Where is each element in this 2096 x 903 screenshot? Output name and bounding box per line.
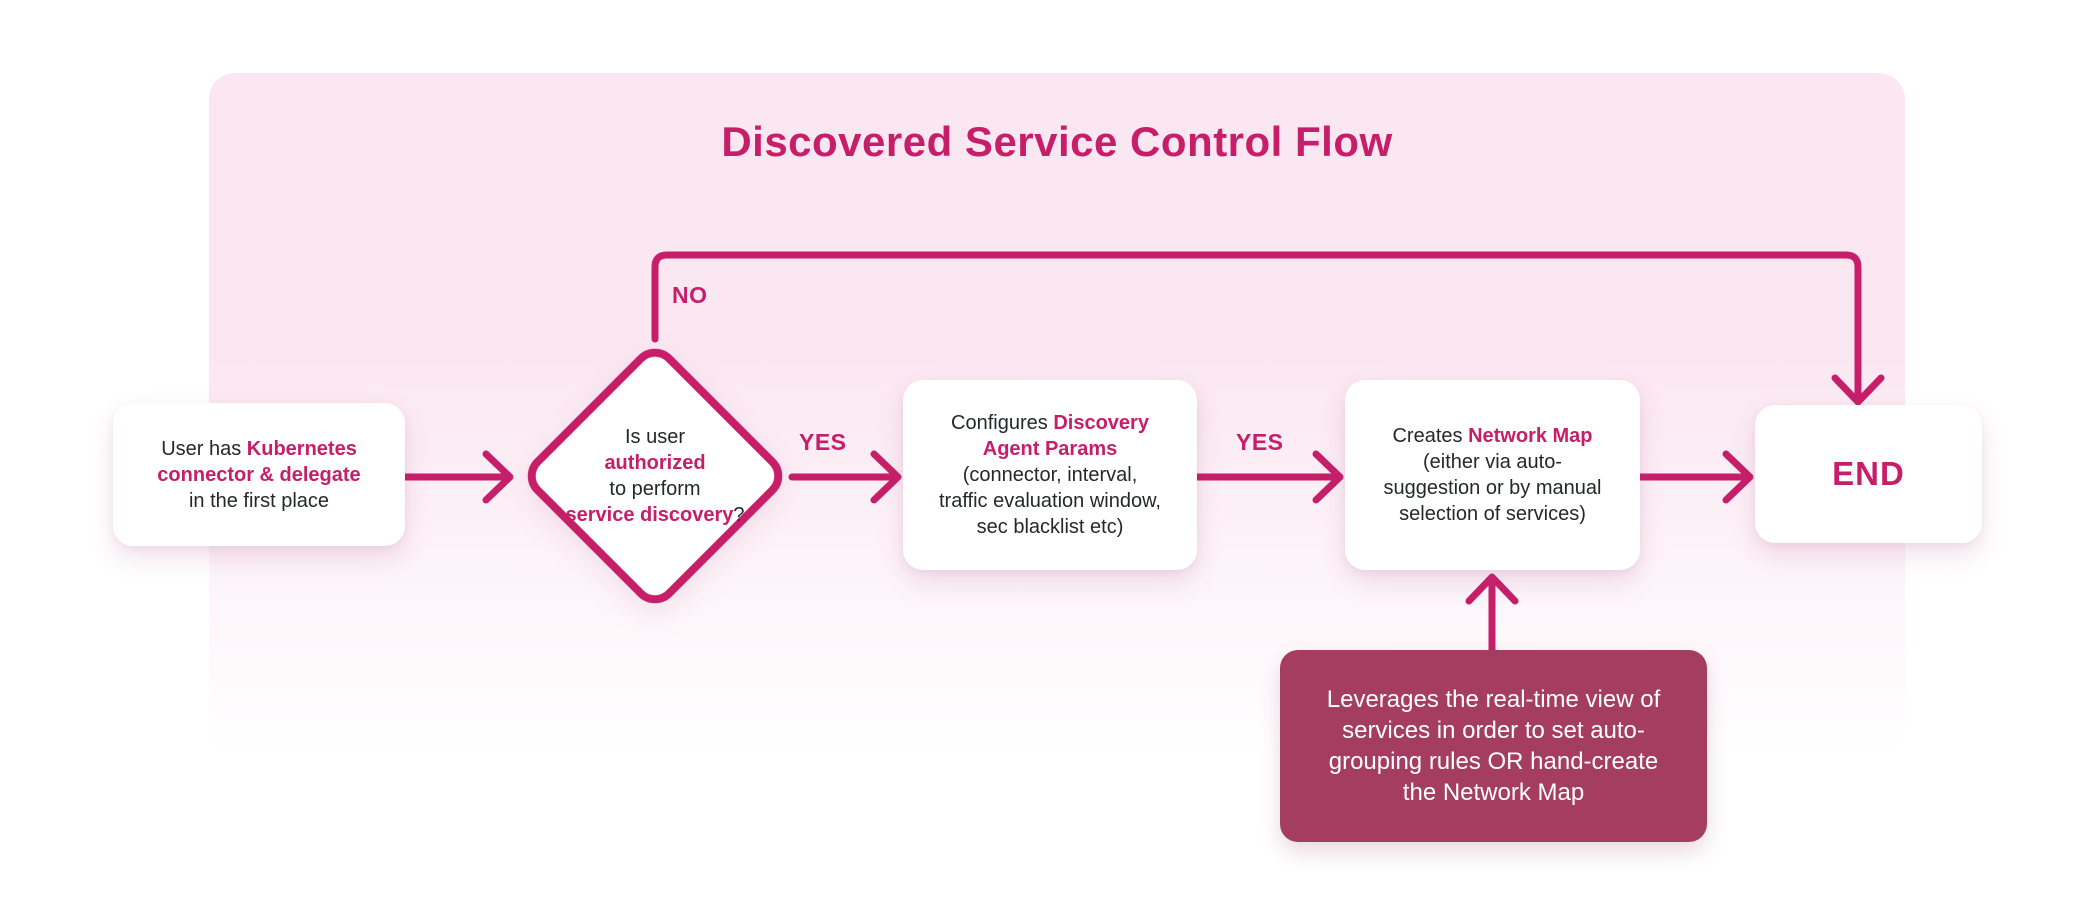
arrow-create-to-end [1636,450,1754,504]
edge-label-no: NO [672,282,708,308]
arrow-yes-decision-to-configure [788,450,902,504]
node-line: in the first place [189,488,329,514]
node-line: traffic evaluation window, [939,488,1161,514]
text-segment-accent: connector & delegate [157,463,361,486]
node-line: authorized [545,450,765,476]
arrow-yes-configure-to-create [1193,450,1344,504]
note-line: Leverages the real-time view of [1326,686,1661,713]
node-line: sec blacklist etc) [977,514,1124,540]
text-segment: Is user [624,426,686,448]
text-segment: ? [733,504,745,526]
text-segment: User has [161,437,247,460]
text-segment: Configures [951,412,1054,434]
node-line: Agent Params [983,436,1118,462]
edge-label-yes-authorized: YES [799,429,847,455]
text-segment: traffic evaluation window, [939,490,1161,512]
node-create-network-map: Creates Network Map (either via auto- su… [1345,380,1640,570]
node-precondition: User has Kubernetes connector & delegate… [113,403,405,546]
node-decision: Is user authorized to perform service di… [545,424,765,528]
arrow-note-to-create [1465,573,1519,654]
arrow-precondition-to-decision [401,450,514,504]
note-line: the Network Map [1402,779,1585,806]
node-line: suggestion or by manual [1384,475,1602,501]
note-leverages-realtime-view: Leverages the real-time view of services… [1280,650,1707,842]
text-segment: (connector, interval, [962,464,1138,486]
node-end: END [1755,405,1982,543]
node-line: selection of services) [1399,501,1586,527]
text-segment: Creates [1392,425,1469,447]
node-line: Is user [545,424,765,450]
end-label: END [1832,455,1905,492]
edge-label-yes-configured: YES [1236,429,1284,455]
node-line: Creates Network Map [1392,423,1592,449]
text-segment: sec blacklist etc) [976,516,1124,538]
node-line: Configures Discovery [951,410,1149,436]
text-segment-accent: Network Map [1468,425,1593,447]
text-segment: suggestion or by manual [1383,477,1602,499]
text-segment-accent: Discovery [1053,412,1149,434]
text-segment: in the first place [188,489,330,512]
text-segment: to perform [609,478,701,500]
text-segment-accent: Kubernetes [246,437,357,460]
node-line: to perform [545,476,765,502]
text-segment: (either via auto- [1423,451,1562,473]
text-segment: selection of services) [1399,503,1586,525]
note-line: services in order to set auto- [1342,717,1645,744]
text-segment-accent: Agent Params [982,438,1118,460]
node-line: connector & delegate [157,462,360,488]
diagram-title: Discovered Service Control Flow [721,118,1393,165]
text-segment-accent: service discovery [565,504,734,526]
node-line: User has Kubernetes [161,436,357,462]
node-line: (either via auto- [1423,449,1562,475]
node-line: (connector, interval, [963,462,1138,488]
note-line: grouping rules OR hand-create [1328,748,1659,775]
node-line: service discovery? [545,502,765,528]
arrow-no-decision-to-end [651,251,1885,406]
node-configure-discovery-agent-params: Configures Discovery Agent Params (conne… [903,380,1197,570]
text-segment-accent: authorized [604,452,706,474]
